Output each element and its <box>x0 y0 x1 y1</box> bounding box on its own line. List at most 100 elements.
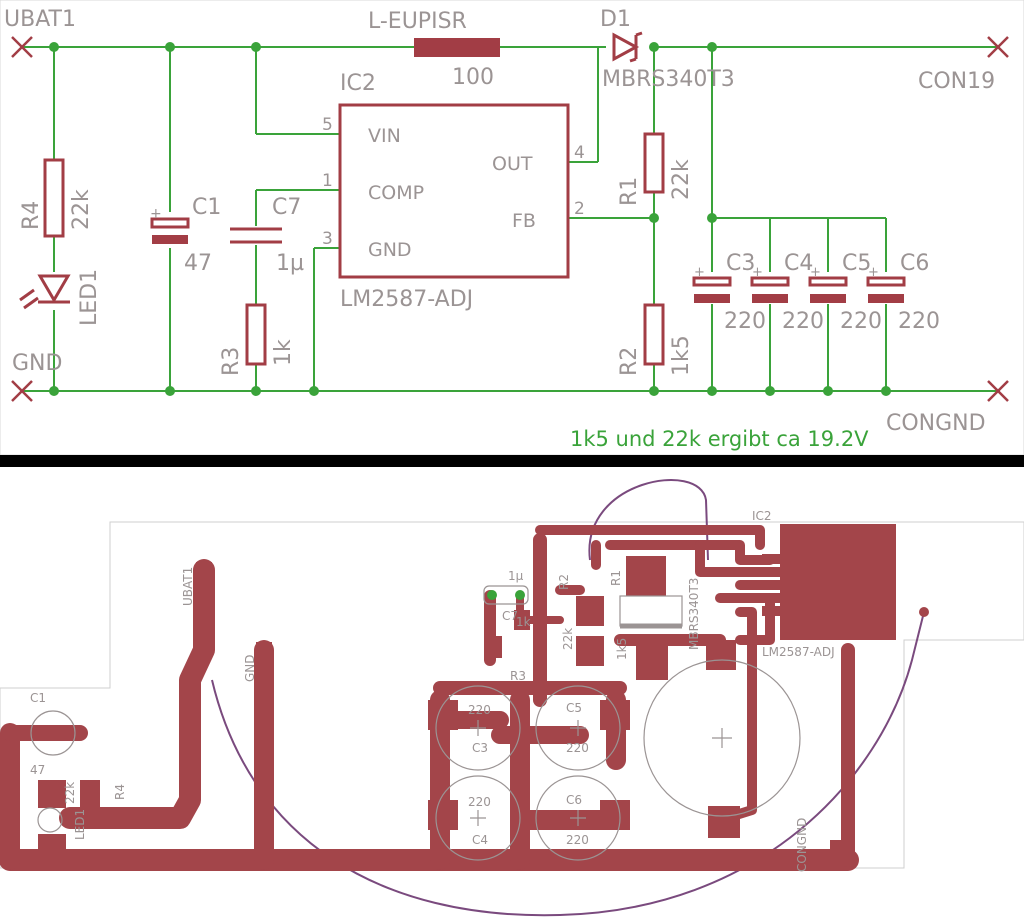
board-label-r3-value: 1k <box>516 615 531 629</box>
ic-pin-number-1: 1 <box>322 171 333 191</box>
label-c3-value: 220 <box>724 309 766 334</box>
silkscreen <box>30 585 801 861</box>
label-gnd: GND <box>12 351 62 376</box>
terminal-congnd-cross-icon <box>987 380 1009 402</box>
board-label-r4-value: 22k <box>63 782 77 804</box>
terminal-ubat1-cross-icon <box>11 36 33 58</box>
c7-pad-1 <box>487 590 497 600</box>
label-r1: R1 <box>617 177 642 206</box>
label-ic-name: IC2 <box>340 71 376 96</box>
label-c5-value: 220 <box>840 309 882 334</box>
copper-pads <box>38 524 896 864</box>
board-label-c4: C4 <box>472 833 488 847</box>
terminal-gnd-cross-icon <box>11 380 33 402</box>
c5-plus: + <box>810 265 821 280</box>
label-r3: R3 <box>219 347 244 376</box>
capacitor-c4-symbol-icon <box>750 276 790 303</box>
capacitor-c7-symbol-icon <box>230 227 282 244</box>
terminal-con19-cross-icon <box>987 36 1009 58</box>
schematic-sheet: UBAT1 GND CON19 CONGND L-EUPISR 100 D1 M… <box>0 0 1024 456</box>
ic-pin-number-2: 2 <box>574 199 585 219</box>
diode-d1-symbol-icon <box>612 31 643 63</box>
board-label-r3: R3 <box>510 669 526 683</box>
label-r4-value: 22k <box>69 189 94 230</box>
label-r3-value: 1k <box>271 339 296 366</box>
label-c4: C4 <box>784 251 813 276</box>
board-label-c1: C1 <box>30 691 46 705</box>
led1-symbol-icon <box>19 274 71 310</box>
label-c7-value: 1µ <box>276 251 304 276</box>
c6-plus: + <box>868 265 879 280</box>
label-c1: C1 <box>192 195 221 220</box>
board-label-r4: R4 <box>113 784 127 800</box>
label-c3: C3 <box>726 251 755 276</box>
ic2-body <box>338 103 570 279</box>
board-label-c7: C7 <box>502 609 518 623</box>
board-label-r2-value: 1k5 <box>615 638 629 660</box>
board-label-c7-value: 1µ <box>508 569 524 583</box>
resistor-r1-symbol <box>643 132 665 194</box>
view-divider <box>0 455 1024 467</box>
capacitor-c6-symbol-icon <box>866 276 906 303</box>
label-r2-value: 1k5 <box>669 335 694 376</box>
ic-pin-number-3: 3 <box>322 229 333 249</box>
board-label-led1: LED1 <box>73 809 87 840</box>
board-label-c5-value: 220 <box>566 741 589 755</box>
resistor-r3-symbol <box>245 303 267 366</box>
capacitor-c5-symbol-icon <box>808 276 848 303</box>
board-label-r1: R1 <box>609 570 623 586</box>
label-ubat1: UBAT1 <box>4 7 76 32</box>
board-label-r1-value: 22k <box>561 628 575 650</box>
c4-plus: + <box>752 265 763 280</box>
ic-pin-fb: FB <box>512 210 536 232</box>
board-label-c6: C6 <box>566 793 582 807</box>
label-inductor-value: 100 <box>452 65 494 90</box>
c7-pad-2 <box>515 590 525 600</box>
schematic-note: 1k5 und 22k ergibt ca 19.2V <box>570 427 869 451</box>
board-label-diode-value: MBRS340T3 <box>687 578 701 650</box>
board-label-c3: C3 <box>472 741 488 755</box>
ic-pin-gnd: GND <box>368 239 412 261</box>
capacitor-c3-symbol-icon <box>692 276 732 303</box>
ic-pin-out: OUT <box>492 153 533 175</box>
label-con19: CON19 <box>918 69 995 94</box>
board-label-r2: R2 <box>557 574 571 590</box>
label-r4: R4 <box>19 201 44 230</box>
label-c7: C7 <box>272 195 301 220</box>
resistor-r4-symbol <box>43 158 65 238</box>
label-congnd: CONGND <box>886 411 986 436</box>
label-ic-value: LM2587-ADJ <box>340 287 473 312</box>
board-label-ic-value: LM2587-ADJ <box>762 645 835 659</box>
label-c6-value: 220 <box>898 309 940 334</box>
capacitor-c1-symbol-icon <box>150 217 190 244</box>
board-label-c3-value: 220 <box>468 703 491 717</box>
ic-pin-number-5: 5 <box>322 115 333 135</box>
label-diode-name: D1 <box>600 7 631 32</box>
label-c4-value: 220 <box>782 309 824 334</box>
label-r2: R2 <box>617 347 642 376</box>
label-c6: C6 <box>900 251 929 276</box>
c3-plus: + <box>694 265 705 280</box>
junction-dots <box>49 42 891 396</box>
label-c1-value: 47 <box>184 251 212 276</box>
label-c5: C5 <box>842 251 871 276</box>
board-label-c6-value: 220 <box>566 833 589 847</box>
board-layout: UBAT1 GND CONGND IC2 LM2587-ADJ MBRS340T… <box>0 479 1024 917</box>
board-label-c4-value: 220 <box>468 795 491 809</box>
resistor-r2-symbol <box>643 303 665 366</box>
ic-pin-number-4: 4 <box>574 143 585 163</box>
board-label-ubat1: UBAT1 <box>181 567 195 606</box>
label-r1-value: 22k <box>669 159 694 200</box>
board-label-congnd: CONGND <box>795 818 809 872</box>
label-led1: LED1 <box>77 269 102 326</box>
board-label-c1-value: 47 <box>30 763 45 777</box>
board-label-gnd: GND <box>243 654 257 682</box>
ic-pin-comp: COMP <box>368 182 424 204</box>
board-label-ic2: IC2 <box>752 509 772 523</box>
inductor-body-icon <box>414 38 500 57</box>
board-label-c5: C5 <box>566 701 582 715</box>
label-diode-value: MBRS340T3 <box>602 67 735 92</box>
c1-plus: + <box>150 206 162 222</box>
